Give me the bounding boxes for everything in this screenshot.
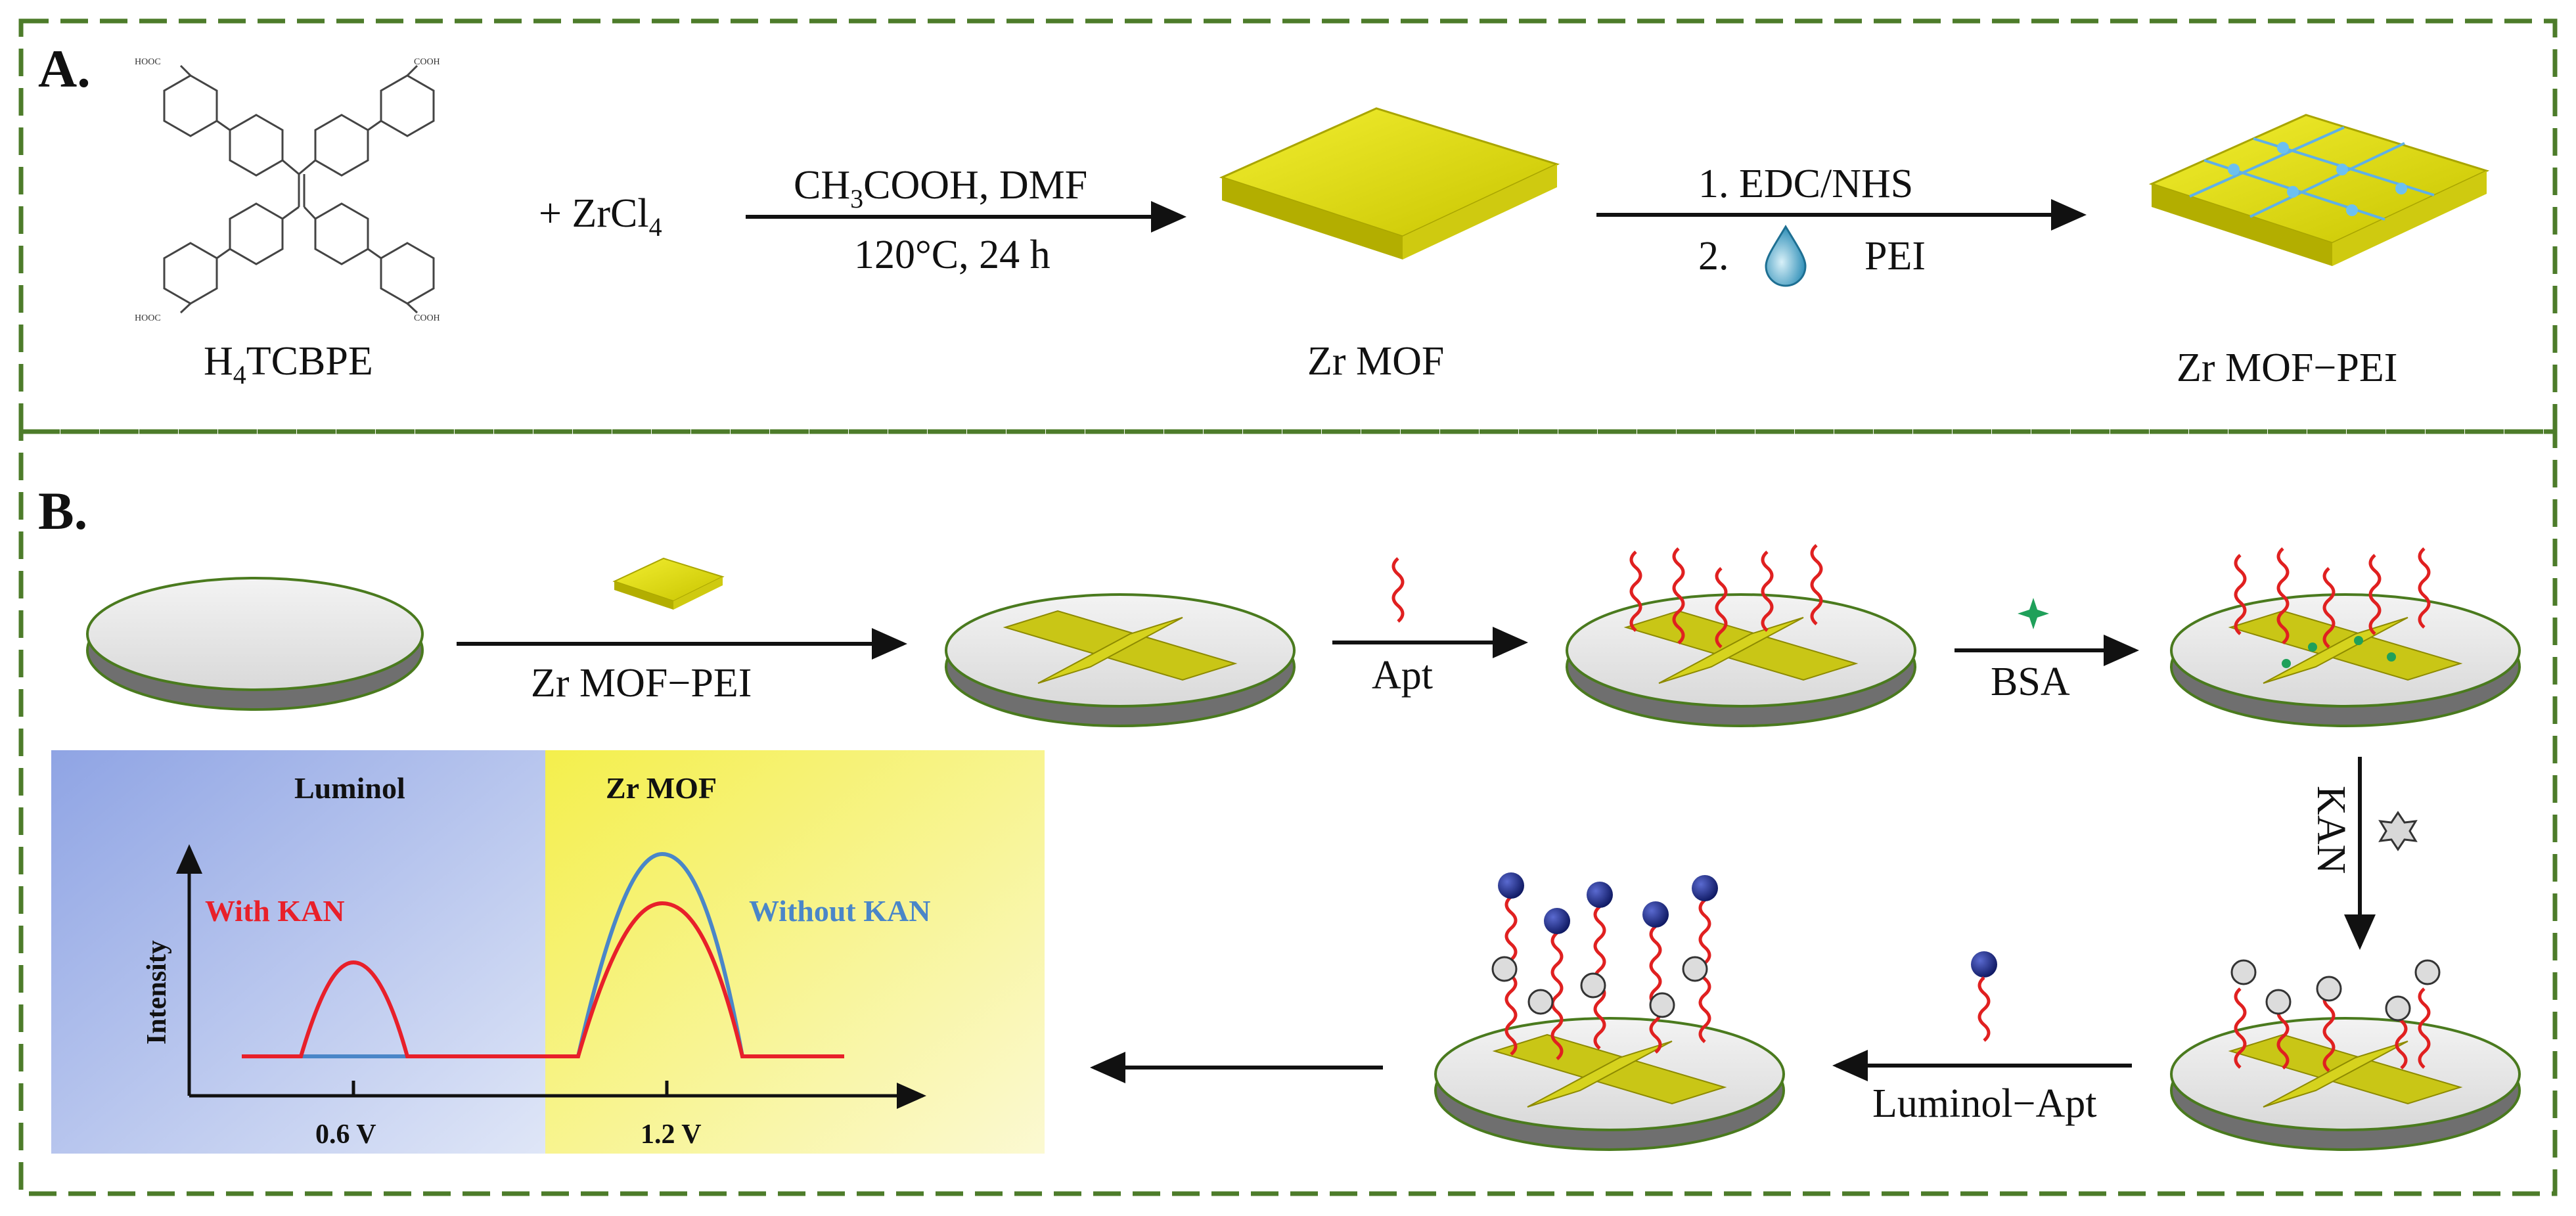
panel-a-heading: A.: [38, 39, 91, 99]
aptamer-label: Apt: [1372, 653, 1433, 698]
plot-y-label: Intensity: [142, 940, 172, 1045]
zr-mof-pei-slab: [2148, 114, 2490, 266]
bare-electrode: [86, 577, 424, 711]
without-kan-label: Without KAN: [749, 894, 930, 928]
zr-mof-label: Zr MOF: [1307, 339, 1444, 384]
plot-x-tick-1-label: 0.6 V: [315, 1119, 376, 1150]
ligand-cooh-top: COOH: [414, 57, 440, 67]
modification-label: Zr MOF−PEI: [531, 661, 752, 706]
zr-mof-region: [545, 750, 1045, 1154]
bsa-icon: [2018, 598, 2049, 629]
zrcl4-reagent: + ZrCl4: [539, 191, 662, 242]
aptamer-icon: [1391, 557, 1405, 623]
ligand-hooc-bottom: HOOC: [135, 313, 161, 323]
aptamer-electrode: [1566, 544, 1916, 727]
luminol-region-label: Luminol: [294, 771, 405, 805]
mof-pei-sheet-small: [612, 557, 725, 610]
ligand-structure: [163, 64, 435, 314]
zr-mof-region-label: Zr MOF: [606, 771, 717, 805]
bsa-electrode: [2170, 547, 2521, 727]
luminol-apt-label: Luminol−Apt: [1872, 1081, 2097, 1126]
with-kan-label: With KAN: [205, 894, 345, 928]
with-kan-curve: [242, 901, 844, 1058]
functionalization-condition-2-text: PEI: [1864, 234, 1926, 279]
plot-x-tick-2-label: 1.2 V: [641, 1119, 702, 1150]
luminol-region: [51, 750, 545, 1154]
zr-mof-slab: [1219, 107, 1560, 259]
zr-mof-pei-label: Zr MOF−PEI: [2177, 346, 2397, 390]
sandwich-electrode: [1434, 872, 1785, 1151]
synthesis-condition-1: CH3COOH, DMF: [794, 163, 1087, 214]
mof-cross-sheet: [1003, 610, 1238, 684]
bsa-label: BSA: [1991, 660, 2070, 704]
kan-label: KAN: [2309, 786, 2353, 874]
mof-electrode: [945, 593, 1296, 727]
panel-b-frame: [18, 429, 2558, 1196]
without-kan-curve: [242, 851, 844, 1058]
panel-a-frame: [18, 18, 2558, 434]
functionalization-condition-2-number: 2.: [1698, 234, 1729, 279]
kan-electrode: [2170, 959, 2521, 1151]
ecl-signal-plot: Luminol Zr MOF Intensity 0.6 V 1.2 V Wit…: [51, 750, 1045, 1154]
panel-b-heading: B.: [38, 481, 87, 541]
pei-droplet-icon: [1765, 225, 1807, 287]
ligand-hooc-top: HOOC: [135, 57, 161, 67]
kan-star-icon: [2378, 811, 2418, 851]
luminol-bead-icon: [1971, 951, 1997, 978]
synthesis-condition-2: 120°C, 24 h: [854, 233, 1051, 277]
ligand-label: H4TCBPE: [204, 339, 373, 390]
ligand-cooh-bottom: COOH: [414, 313, 440, 323]
functionalization-condition-1: 1. EDC/NHS: [1698, 162, 1913, 206]
luminol-apt-strand-icon: [1977, 976, 1991, 1042]
